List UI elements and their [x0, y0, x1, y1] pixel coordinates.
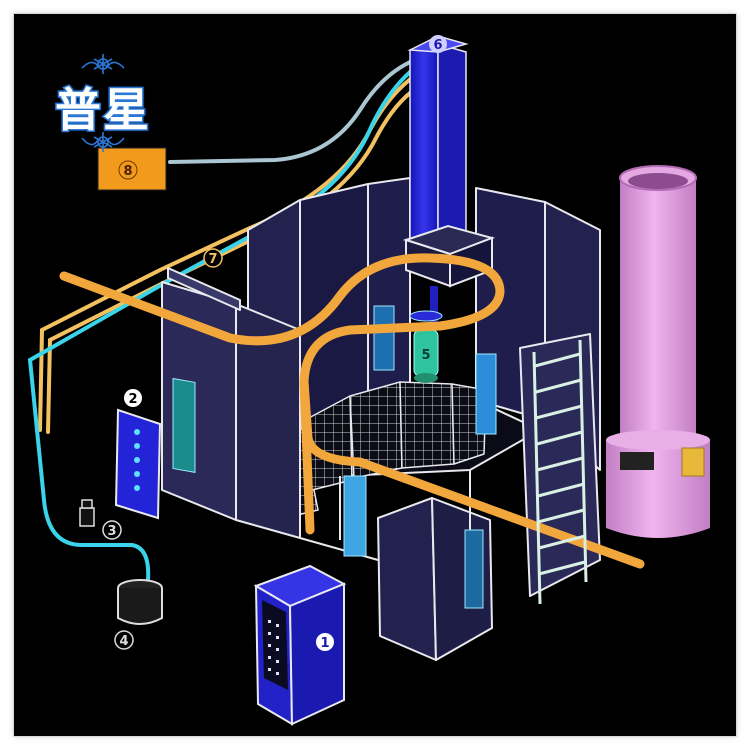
cyclone-stack — [606, 165, 710, 538]
spray-booth — [161, 177, 601, 661]
control-cabinet — [253, 564, 347, 726]
svg-text:2: 2 — [128, 392, 137, 407]
filter-screen-4 — [399, 381, 455, 469]
gun-slots — [172, 305, 497, 609]
svg-text:8: 8 — [123, 164, 132, 179]
snowflake-ornament-icon — [81, 54, 125, 152]
callout-4: 4 — [114, 630, 134, 650]
ladder — [532, 339, 588, 605]
powder-feed-parts — [79, 499, 163, 625]
conveyor-rail — [59, 253, 645, 569]
svg-text:1: 1 — [320, 636, 329, 651]
brand-logo-text: 普星 — [54, 82, 151, 139]
booth-door-left — [377, 497, 437, 661]
callout-2: 2 — [124, 389, 142, 407]
diagram-frame: 1 2 3 4 5 6 7 — [14, 14, 736, 736]
booth-wall-left-door — [167, 267, 241, 311]
svg-text:7: 7 — [208, 252, 217, 267]
svg-text:3: 3 — [107, 524, 116, 539]
callout-5: 5 — [417, 345, 435, 363]
callout-3: 3 — [102, 520, 122, 540]
callout-8: 8 — [118, 160, 138, 180]
svg-text:6: 6 — [433, 38, 442, 53]
svg-text:5: 5 — [421, 348, 430, 363]
callout-1: 1 — [316, 633, 334, 651]
svg-text:4: 4 — [119, 634, 128, 649]
callouts: 1 2 3 4 5 6 7 — [102, 35, 447, 651]
brand-logo: 普星 — [38, 52, 168, 152]
callout-7: 7 — [203, 248, 223, 268]
powder-booth-diagram: 1 2 3 4 5 6 7 — [27, 35, 710, 726]
electrode-panel — [114, 408, 162, 520]
callout-6: 6 — [429, 35, 447, 53]
